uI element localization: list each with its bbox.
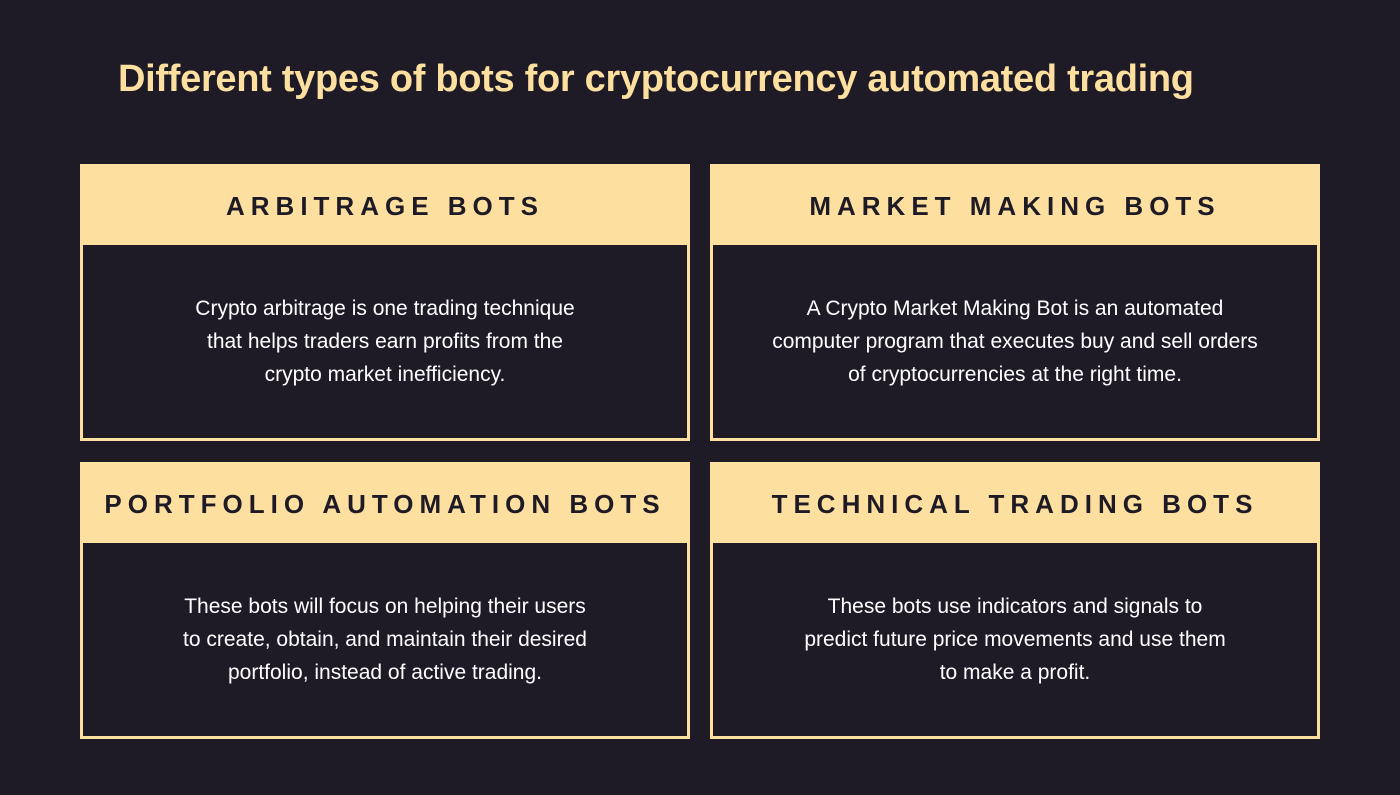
card-portfolio-automation-bots: PORTFOLIO AUTOMATION BOTS These bots wil…	[80, 462, 690, 739]
description-line: portfolio, instead of active trading.	[227, 661, 542, 684]
card-description: These bots will focus on helping their u…	[183, 590, 587, 689]
description-line: to create, obtain, and maintain their de…	[183, 628, 587, 651]
description-line: A Crypto Market Making Bot is an automat…	[806, 297, 1224, 320]
description-line: Crypto arbitrage is one trading techniqu…	[195, 297, 575, 320]
card-heading: TECHNICAL TRADING BOTS	[713, 465, 1317, 543]
page-title: Different types of bots for cryptocurren…	[118, 58, 1194, 100]
card-heading: PORTFOLIO AUTOMATION BOTS	[83, 465, 687, 543]
description-line: These bots use indicators and signals to	[827, 595, 1203, 618]
description-line: of cryptocurrencies at the right time.	[848, 363, 1182, 386]
card-description: Crypto arbitrage is one trading techniqu…	[195, 292, 574, 391]
card-body: These bots use indicators and signals to…	[713, 543, 1317, 736]
card-arbitrage-bots: ARBITRAGE BOTS Crypto arbitrage is one t…	[80, 164, 690, 441]
card-body: Crypto arbitrage is one trading techniqu…	[83, 245, 687, 438]
card-description: A Crypto Market Making Bot is an automat…	[772, 292, 1258, 391]
description-line: crypto market inefficiency.	[264, 363, 506, 386]
card-heading: ARBITRAGE BOTS	[83, 167, 687, 245]
card-heading: MARKET MAKING BOTS	[713, 167, 1317, 245]
card-body: A Crypto Market Making Bot is an automat…	[713, 245, 1317, 438]
card-body: These bots will focus on helping their u…	[83, 543, 687, 736]
description-line: to make a profit.	[939, 661, 1091, 684]
description-line: that helps traders earn profits from the	[206, 330, 563, 353]
card-description: These bots use indicators and signals to…	[804, 590, 1225, 689]
description-line: predict future price movements and use t…	[804, 628, 1226, 651]
card-technical-trading-bots: TECHNICAL TRADING BOTS These bots use in…	[710, 462, 1320, 739]
description-line: computer program that executes buy and s…	[772, 330, 1258, 353]
description-line: These bots will focus on helping their u…	[184, 595, 586, 618]
card-market-making-bots: MARKET MAKING BOTS A Crypto Market Makin…	[710, 164, 1320, 441]
